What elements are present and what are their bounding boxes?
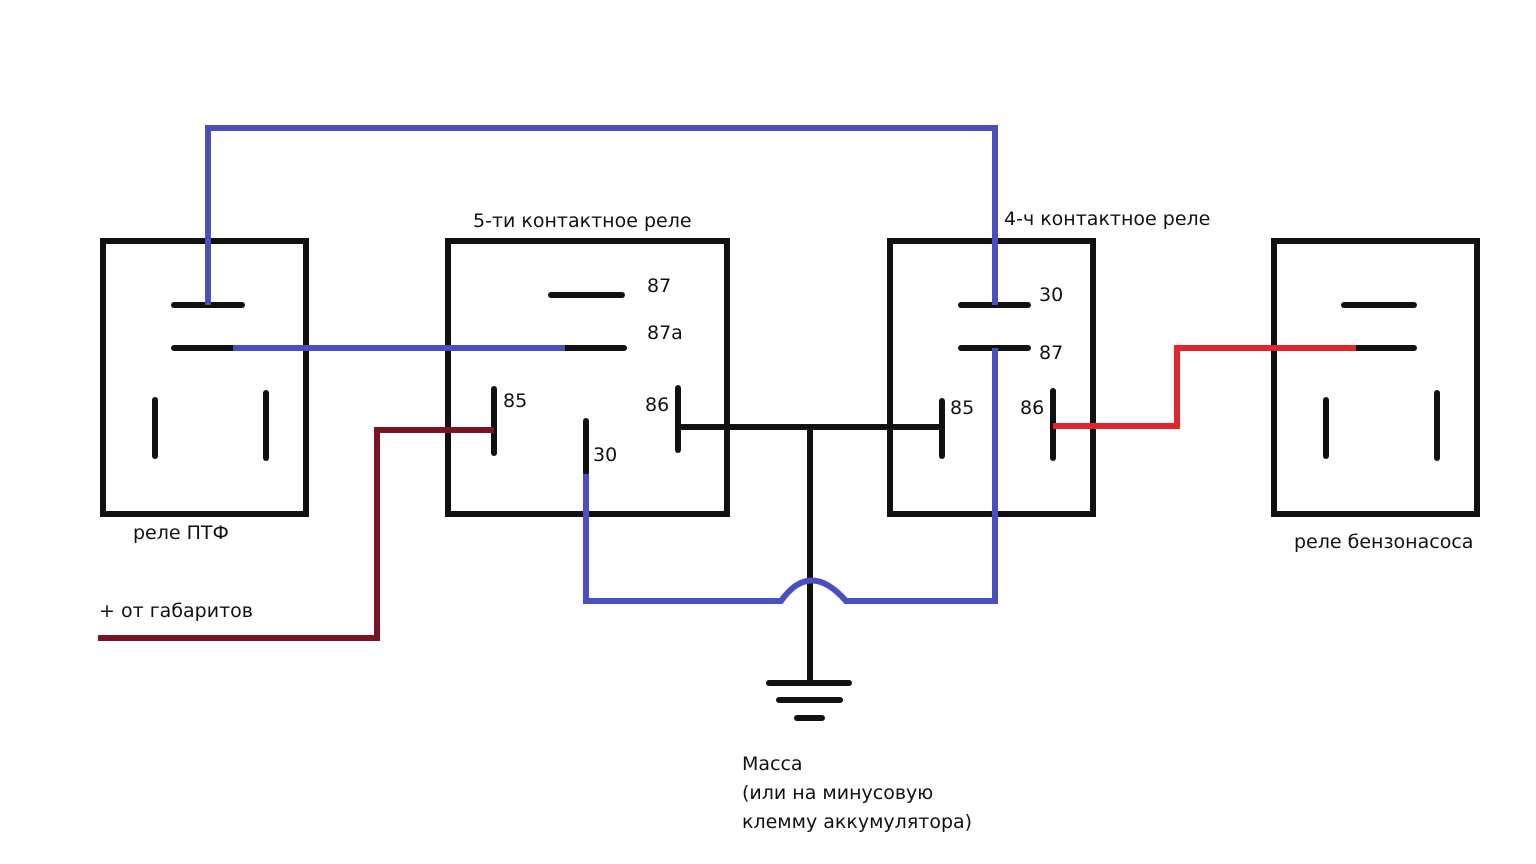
blue-wire-30-to-87 xyxy=(583,348,998,604)
pin-86-label: 86 xyxy=(645,394,670,416)
ground-note-line-1: Масса xyxy=(742,753,803,775)
relay-fuel-pump-contacts xyxy=(1323,302,1440,461)
pin-30-label: 30 xyxy=(593,444,618,466)
pin-87-label: 87 xyxy=(1039,342,1064,364)
parking-lights-label: + от габаритов xyxy=(99,600,253,622)
pin-30-label: 30 xyxy=(1039,284,1064,306)
relay-ptf-contacts xyxy=(152,302,269,461)
red-wire-86-to-fuel-pump xyxy=(1053,345,1356,429)
pin-85-label: 85 xyxy=(950,397,975,419)
relay-5pin-label: 5-ти контактное реле xyxy=(473,210,692,232)
ground-note-line-3: клемму аккумулятора) xyxy=(742,811,973,833)
relay-ptf-label: реле ПТФ xyxy=(133,522,229,544)
ground-bus-wire xyxy=(678,424,942,682)
relay-4pin-box xyxy=(887,238,1096,517)
pin-86-label: 86 xyxy=(1020,397,1045,419)
relay-ptf-box xyxy=(100,238,309,517)
relay-fuel-pump-box xyxy=(1271,238,1480,517)
pin-87-label: 87 xyxy=(647,275,672,297)
pin-87a-label: 87а xyxy=(647,322,683,344)
ground-note-line-2: (или на минусовую xyxy=(742,782,934,804)
ground-note: Масса (или на минусовую клемму аккумулят… xyxy=(742,750,972,837)
relay-fuel-pump-label: реле бензонасоса xyxy=(1294,531,1474,553)
ground-symbol xyxy=(766,680,852,721)
relay-4pin-label: 4-ч контактное реле xyxy=(1004,208,1211,230)
blue-wire-top-loop xyxy=(205,125,998,305)
dark-red-wire-parking-lights xyxy=(98,427,494,641)
pin-85-label: 85 xyxy=(503,390,528,412)
